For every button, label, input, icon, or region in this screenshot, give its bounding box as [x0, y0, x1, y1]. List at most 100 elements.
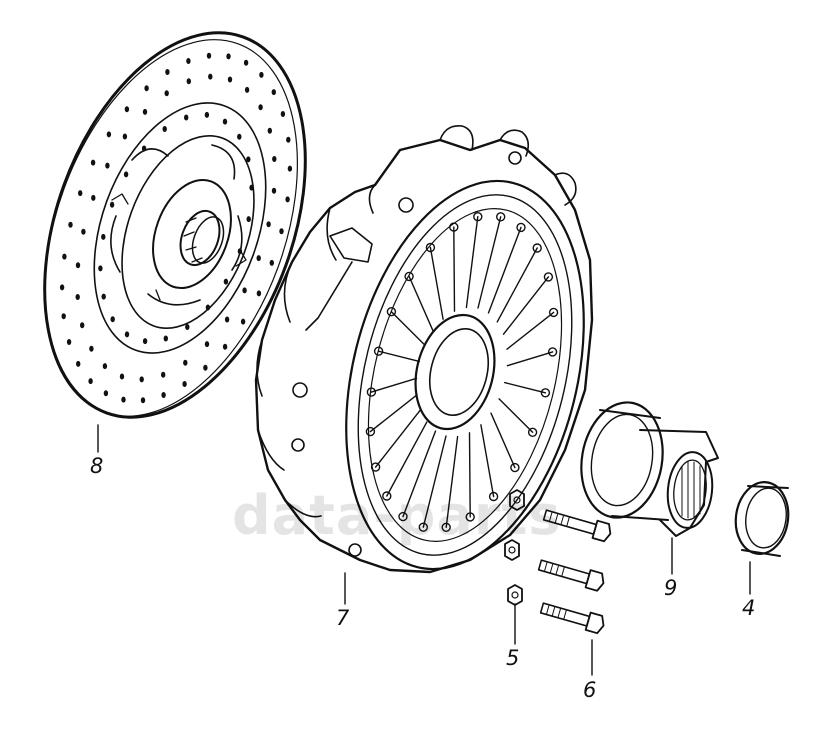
- rivet: [183, 359, 188, 366]
- rivet: [161, 392, 166, 398]
- diaphragm-finger: [402, 430, 437, 518]
- rivet: [244, 86, 250, 93]
- rivet: [106, 131, 112, 138]
- rivet: [271, 187, 277, 194]
- ring: [734, 481, 790, 557]
- finger-tip: [543, 272, 554, 282]
- rivet: [226, 53, 231, 60]
- rivet: [139, 376, 144, 383]
- leader-lines: [97, 424, 751, 676]
- rivet: [98, 265, 103, 272]
- rivet: [122, 133, 128, 140]
- rivet: [163, 335, 168, 342]
- finger-tip: [365, 426, 376, 437]
- rivet: [185, 324, 190, 330]
- finger-tip: [366, 387, 377, 397]
- rivet: [119, 373, 125, 380]
- rivet: [208, 73, 213, 80]
- rivet: [75, 294, 80, 300]
- diaphragm-finger: [480, 424, 495, 498]
- finger-tip: [532, 243, 542, 253]
- clutch-disc: [43, 31, 307, 419]
- rivet: [102, 363, 108, 370]
- finger-tip: [449, 222, 459, 232]
- rivet: [222, 343, 228, 350]
- rivet: [269, 259, 274, 266]
- rivet: [205, 304, 211, 311]
- rivet: [164, 90, 169, 97]
- rivet: [242, 287, 247, 294]
- finger-tip: [527, 427, 538, 437]
- rivet: [75, 262, 81, 269]
- rivet: [285, 196, 290, 203]
- rivet: [186, 58, 191, 64]
- rivet: [287, 165, 293, 172]
- finger-tip: [418, 522, 428, 532]
- rivet: [144, 85, 149, 92]
- rivet: [206, 52, 212, 59]
- rivet: [246, 216, 251, 223]
- diaphragm-finger: [468, 432, 471, 518]
- rivet: [88, 378, 93, 385]
- finger-tip: [510, 462, 520, 473]
- diaphragm-finger: [453, 226, 456, 312]
- rivet: [91, 194, 96, 201]
- finger-tip: [373, 346, 384, 356]
- diaphragm-finger: [386, 421, 428, 497]
- rivet: [81, 228, 86, 235]
- diaphragm-finger: [498, 398, 534, 433]
- rivet: [162, 126, 167, 132]
- finger-tip: [370, 462, 381, 472]
- rivet: [124, 331, 130, 338]
- rivet: [141, 145, 147, 152]
- rivet: [161, 371, 166, 378]
- rivet: [105, 162, 110, 169]
- finger-tip: [540, 388, 551, 398]
- rivet: [142, 108, 148, 115]
- rivet: [203, 364, 208, 371]
- rivet: [280, 111, 286, 117]
- rivet: [272, 156, 277, 162]
- rivet: [256, 290, 262, 297]
- diaphragm-finger: [429, 246, 444, 320]
- rivet: [80, 322, 85, 329]
- rivet: [237, 133, 242, 140]
- finger-tip: [488, 491, 499, 502]
- rivet: [76, 360, 81, 367]
- finger-tip: [516, 222, 526, 233]
- rivet: [266, 221, 271, 228]
- rivet: [227, 76, 233, 83]
- rivet: [237, 248, 243, 255]
- diaphragm-finger: [422, 435, 447, 528]
- rivet: [123, 171, 129, 178]
- rivet: [224, 316, 230, 323]
- rivet: [279, 228, 284, 235]
- diaphragm-finger: [390, 311, 426, 346]
- callout-7: 7: [336, 606, 350, 630]
- rivet: [89, 345, 94, 352]
- finger-tip: [548, 307, 559, 318]
- nuts: [504, 489, 525, 606]
- finger-tip: [404, 271, 414, 282]
- diaphragm-finger: [377, 350, 420, 363]
- diaphragm-finger: [502, 276, 550, 335]
- diaphragm-finger: [445, 435, 459, 528]
- diaphragm-finger: [487, 226, 522, 314]
- rivet: [182, 381, 187, 387]
- rivet: [165, 69, 170, 75]
- diaphragm-finger: [369, 394, 418, 433]
- rivet: [124, 106, 130, 113]
- rivet: [142, 338, 148, 345]
- diaphragm-finger: [490, 412, 516, 469]
- rivet: [204, 111, 210, 118]
- rivet: [121, 396, 126, 403]
- rivet: [101, 233, 106, 240]
- finger-tip: [386, 307, 397, 317]
- callout-4: 4: [742, 596, 756, 620]
- diaphragm-finger: [370, 377, 418, 393]
- rivet: [259, 71, 264, 78]
- rivet: [110, 316, 115, 323]
- rivet: [223, 278, 229, 285]
